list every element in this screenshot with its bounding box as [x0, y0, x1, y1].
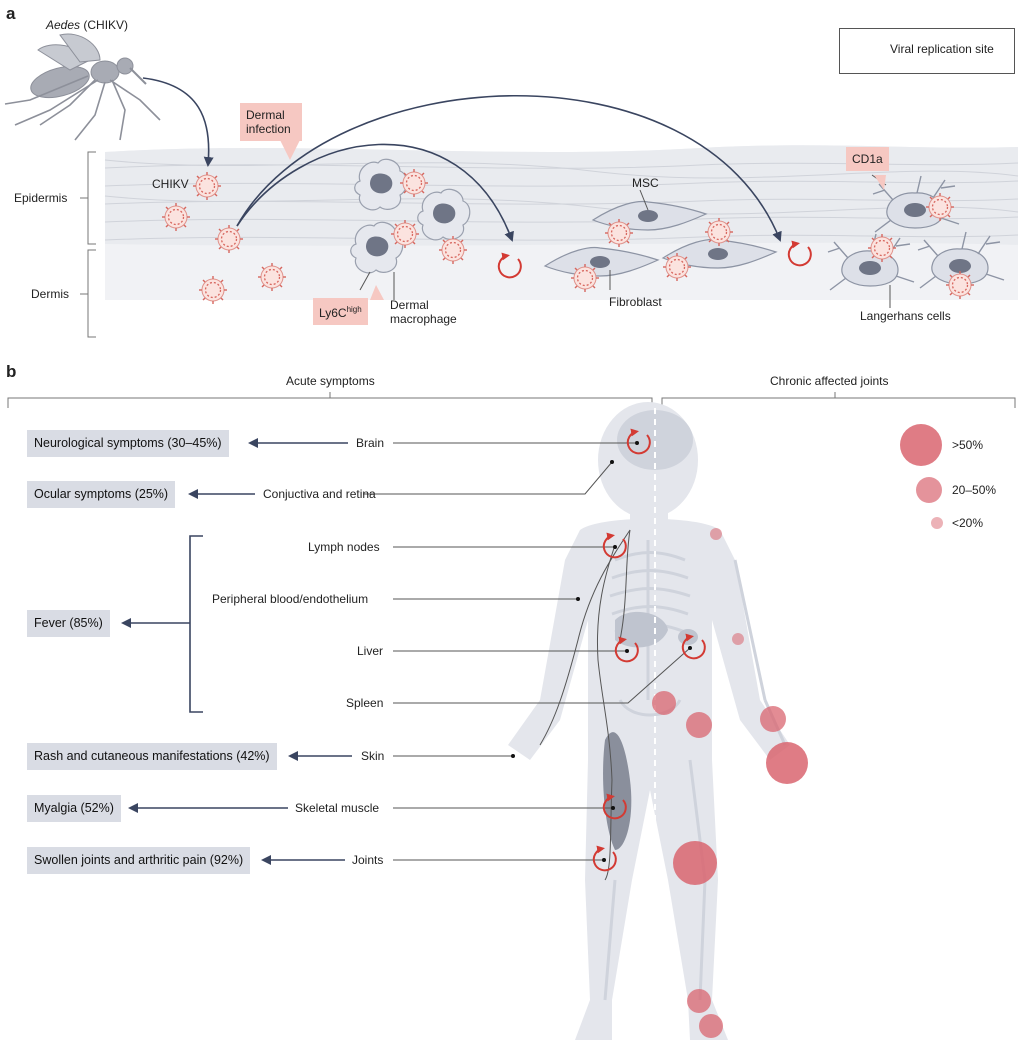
symptom-neurological: Neurological symptoms (30–45%) — [27, 430, 229, 457]
symptom-ocular: Ocular symptoms (25%) — [27, 481, 176, 508]
dermal-infection-label: Dermal infection — [240, 103, 302, 141]
symptom-rash: Rash and cutaneous manifestations (42%) — [27, 743, 277, 770]
panel-a-label: a — [6, 4, 16, 23]
replication-legend: Viral replication site — [839, 28, 1015, 74]
panel-b-label: b — [6, 362, 17, 381]
size-legend-small: <20% — [952, 516, 984, 530]
chikv-label: CHIKV — [152, 177, 189, 191]
site-skeletal-muscle: Skeletal muscle — [295, 801, 380, 815]
mosquito-label: Aedes (CHIKV) — [46, 18, 129, 32]
legend-text: Viral replication site — [890, 42, 994, 56]
site-blood: Peripheral blood/endothelium — [212, 592, 369, 606]
fibroblast-label: Fibroblast — [609, 295, 662, 309]
chronic-header: Chronic affected joints — [770, 374, 889, 388]
affected-joints — [652, 528, 808, 1038]
epidermis-label: Epidermis — [14, 191, 68, 205]
symptom-arrows — [121, 438, 352, 865]
size-legend-medium: 20–50% — [952, 483, 997, 497]
acute-header: Acute symptoms — [286, 374, 375, 388]
size-legend-large: >50% — [952, 438, 984, 452]
spread-arrows — [142, 77, 782, 242]
site-liver: Liver — [357, 644, 384, 658]
brain — [617, 410, 693, 470]
muscle — [603, 732, 632, 850]
skin-layers — [104, 145, 1019, 300]
langerhans-label: Langerhans cells — [860, 309, 951, 323]
site-spleen: Spleen — [346, 696, 384, 710]
header-brackets — [7, 392, 1016, 408]
symptom-fever: Fever (85%) — [27, 610, 110, 637]
dermis-label: Dermis — [31, 287, 69, 301]
ly6c-label: Ly6Chigh — [313, 298, 368, 325]
site-joints: Joints — [352, 853, 384, 867]
site-brain: Brain — [356, 436, 385, 450]
mosquito — [4, 33, 161, 141]
leader-lines — [363, 442, 691, 861]
site-skin: Skin — [361, 749, 385, 763]
symptom-myalgia: Myalgia (52%) — [27, 795, 121, 822]
dermal-macrophage-label: Dermal macrophage — [390, 298, 457, 326]
msc-label: MSC — [632, 176, 659, 190]
layer-brackets — [80, 151, 96, 338]
human-body — [508, 402, 790, 1040]
symptom-joints: Swollen joints and arthritic pain (92%) — [27, 847, 251, 874]
cd1a-label: CD1a — [846, 147, 889, 171]
site-lymph-nodes: Lymph nodes — [308, 540, 380, 554]
site-conjunctiva: Conjuctiva and retina — [263, 487, 376, 501]
size-legend-dots — [900, 424, 943, 529]
fever-bracket — [189, 535, 203, 713]
